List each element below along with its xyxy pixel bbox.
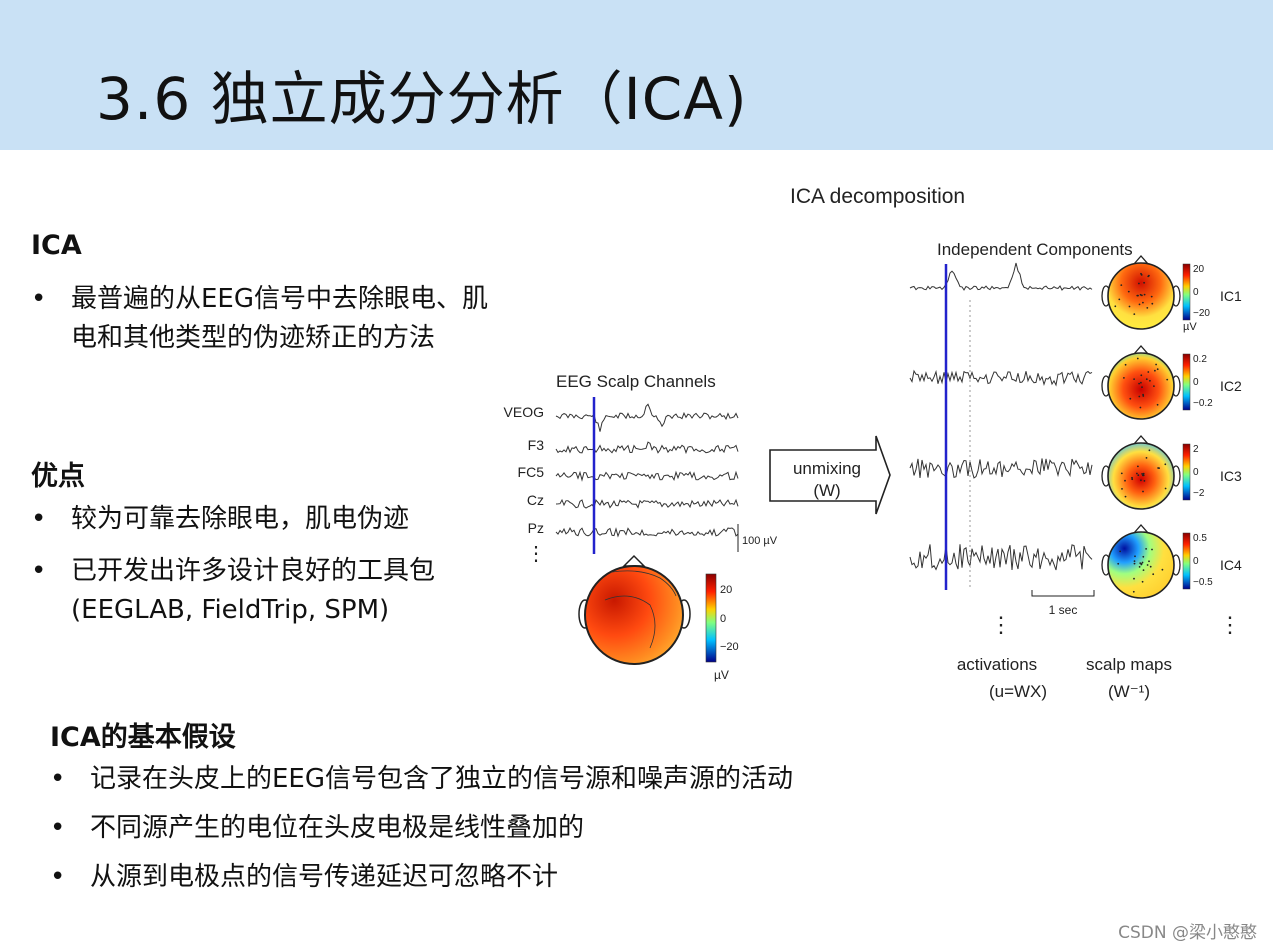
channel-label: F3	[528, 437, 545, 453]
eeg-scalp-map	[578, 554, 691, 665]
assumption-bullet-3: • 从源到电极点的信号传递延迟可忽略不计	[50, 858, 1050, 898]
ic-scalp-map	[1101, 435, 1181, 510]
ic-scalp-map	[1101, 255, 1181, 330]
unmixing-arrow	[769, 435, 891, 515]
eeg-title: EEG Scalp Channels	[556, 372, 716, 391]
bullet-dot: •	[50, 764, 66, 794]
more-activations-ellipsis: ⋮	[990, 612, 1012, 637]
assumption-bullet-1-text: 记录在头皮上的EEG信号包含了独立的信号源和噪声源的活动	[90, 764, 794, 794]
activations-formula: (u=WX)	[989, 682, 1047, 701]
watermark: CSDN @梁小憨憨	[1118, 923, 1257, 943]
time-scale-bar	[1031, 590, 1095, 597]
eeg-traces	[555, 403, 739, 538]
ic-label: IC2	[1220, 378, 1242, 394]
ic-colorbar	[1182, 263, 1191, 321]
bullet-dot: •	[31, 556, 47, 586]
eeg-colorbar-unit: µV	[714, 668, 729, 682]
eeg-colorbar-max: 20	[720, 584, 732, 596]
amplitude-scale-label: 100 µV	[742, 535, 778, 547]
ic-colorbar-max: 0.5	[1193, 533, 1207, 544]
channel-label: Cz	[527, 492, 544, 508]
ic-colorbar-mid: 0	[1193, 556, 1199, 567]
channel-trace	[555, 441, 739, 455]
scalp-maps-formula: (W⁻¹)	[1108, 682, 1150, 701]
more-channels-ellipsis: ⋮	[526, 543, 546, 565]
ic-title: Independent Components	[937, 240, 1133, 259]
eeg-colorbar-mid: 0	[720, 613, 726, 625]
ic-scalp-map	[1101, 345, 1181, 420]
assumption-bullet-3-text: 从源到电极点的信号传递延迟可忽略不计	[90, 862, 559, 892]
pros-heading: 优点	[31, 461, 85, 492]
assumption-bullet-2-text: 不同源产生的电位在头皮电极是线性叠加的	[90, 813, 585, 843]
scalp-maps-label: scalp maps	[1086, 655, 1172, 674]
ica-bullet-1-text: 最普遍的从EEG信号中去除眼电、肌电和其他类型的伪迹矫正的方法	[71, 284, 489, 353]
ica-heading: ICA	[31, 230, 82, 261]
eeg-colorbar	[705, 573, 717, 663]
pros-bullet-2-text: 已开发出许多设计良好的工具包(EEGLAB, FieldTrip, SPM)	[71, 556, 436, 625]
channel-trace	[555, 527, 739, 538]
more-maps-ellipsis: ⋮	[1219, 612, 1241, 637]
title-banner	[0, 0, 1273, 150]
pros-bullet-2: • 已开发出许多设计良好的工具包(EEGLAB, FieldTrip, SPM)	[31, 552, 501, 632]
ic-colorbar-min: −20	[1193, 308, 1210, 319]
ic-colorbar-max: 0.2	[1193, 354, 1207, 365]
assumptions-heading: ICA的基本假设	[50, 722, 236, 753]
ic-colorbar-mid: 0	[1193, 467, 1199, 478]
ic-colorbar	[1182, 353, 1191, 411]
channel-label: Pz	[528, 520, 544, 536]
ic-colorbar	[1182, 532, 1191, 590]
unmixing-label: unmixing	[793, 459, 861, 478]
channel-label: VEOG	[504, 404, 544, 420]
unmixing-matrix-label: (W)	[813, 481, 840, 500]
ica-bullet-1: • 最普遍的从EEG信号中去除眼电、肌电和其他类型的伪迹矫正的方法	[31, 280, 501, 400]
ic-traces	[909, 262, 1093, 571]
assumption-bullet-1: • 记录在头皮上的EEG信号包含了独立的信号源和噪声源的活动	[50, 760, 1050, 800]
channel-trace	[555, 470, 739, 482]
ic-activation-trace	[909, 262, 1093, 291]
ic-activation-trace	[909, 458, 1093, 479]
pros-bullet-1: • 较为可靠去除眼电，肌电伪迹	[31, 500, 501, 540]
time-scale-label: 1 sec	[1049, 603, 1078, 617]
channel-label: FC5	[518, 464, 545, 480]
bullet-dot: •	[50, 813, 66, 843]
ic-label: IC3	[1220, 468, 1242, 484]
figure-title: ICA decomposition	[790, 185, 965, 208]
ic-colorbar-max: 2	[1193, 444, 1199, 455]
ic-colorbar-max: 20	[1193, 264, 1205, 275]
bullet-dot: •	[31, 504, 47, 534]
ic-label: IC1	[1220, 288, 1242, 304]
channel-trace	[555, 498, 739, 509]
ic-colorbar-mid: 0	[1193, 287, 1199, 298]
page-title: 3.6 独立成分分析（ICA)	[96, 65, 748, 133]
activations-label: activations	[957, 655, 1037, 674]
bullet-dot: •	[31, 284, 47, 314]
ic-scalp-map	[1101, 524, 1181, 599]
channel-trace	[555, 403, 739, 432]
ic-colorbar-unit: µV	[1183, 321, 1197, 333]
ic-colorbar-min: −0.2	[1193, 398, 1213, 409]
ic-label: IC4	[1220, 557, 1242, 573]
ic-colorbar-min: −0.5	[1193, 577, 1213, 588]
ic-colorbar	[1182, 443, 1191, 501]
ic-activation-trace	[909, 369, 1093, 387]
assumption-bullet-2: • 不同源产生的电位在头皮电极是线性叠加的	[50, 809, 1050, 849]
bullet-dot: •	[50, 862, 66, 892]
ic-activation-trace	[909, 544, 1093, 571]
ic-colorbar-mid: 0	[1193, 377, 1199, 388]
ic-colorbar-min: −2	[1193, 488, 1205, 499]
eeg-colorbar-min: −20	[720, 641, 739, 653]
pros-bullet-1-text: 较为可靠去除眼电，肌电伪迹	[71, 504, 410, 534]
